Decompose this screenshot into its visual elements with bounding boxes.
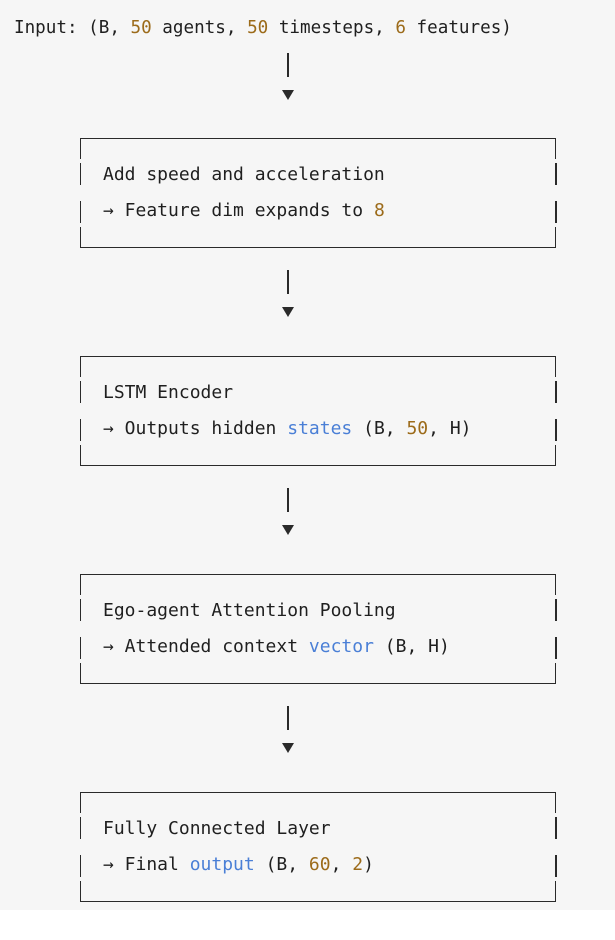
arrow-stem: [287, 706, 289, 730]
hidden-length-number: 50: [406, 418, 429, 439]
input-agents-number: 50: [130, 18, 152, 38]
arrow-stem: [287, 270, 289, 294]
diagram-canvas: Input: (B, 50 agents, 50 timesteps, 6 fe…: [14, 16, 558, 902]
output-dim-number: 2: [352, 854, 364, 875]
arrow-head-icon: [282, 90, 294, 100]
output-steps-number: 60: [308, 854, 331, 875]
keyword-states: states: [287, 418, 353, 439]
flow-arrow-3: [278, 488, 298, 538]
step-box-speed-acceleration: Add speed and acceleration → Feature dim…: [78, 138, 558, 248]
input-prefix: Input: (B,: [14, 18, 131, 38]
step-detail: → Outputs hidden states (B, 50, H): [103, 418, 472, 439]
input-features-number: 6: [395, 18, 406, 38]
step-box-attention-pooling: Ego-agent Attention Pooling → Attended c…: [78, 574, 558, 684]
step-detail: → Final output (B, 60, 2): [103, 854, 374, 875]
input-features-word: features): [405, 18, 512, 38]
input-agents-word: agents,: [151, 18, 248, 38]
input-shape-label: Input: (B, 50 agents, 50 timesteps, 6 fe…: [14, 16, 512, 40]
input-timesteps-word: timesteps,: [268, 18, 396, 38]
arrow-head-icon: [282, 743, 294, 753]
arrow-stem: [287, 53, 289, 77]
arrow-stem: [287, 488, 289, 512]
step-title: Fully Connected Layer: [103, 818, 331, 839]
step-title: Add speed and acceleration: [103, 164, 385, 185]
keyword-output: output: [189, 854, 255, 875]
step-detail: → Attended context vector (B, H): [103, 636, 450, 657]
input-timesteps-number: 50: [247, 18, 269, 38]
step-title: Ego-agent Attention Pooling: [103, 600, 396, 621]
flow-arrow-4: [278, 706, 298, 756]
step-title: LSTM Encoder: [103, 382, 234, 403]
feature-dim-number: 8: [373, 200, 385, 221]
step-detail: → Feature dim expands to 8: [103, 200, 385, 221]
step-box-fully-connected: Fully Connected Layer → Final output (B,…: [78, 792, 558, 902]
flow-arrow-1: [278, 53, 298, 103]
flow-arrow-2: [278, 270, 298, 320]
arrow-head-icon: [282, 525, 294, 535]
keyword-vector: vector: [308, 636, 374, 657]
step-box-lstm-encoder: LSTM Encoder → Outputs hidden states (B,…: [78, 356, 558, 466]
arrow-head-icon: [282, 307, 294, 317]
